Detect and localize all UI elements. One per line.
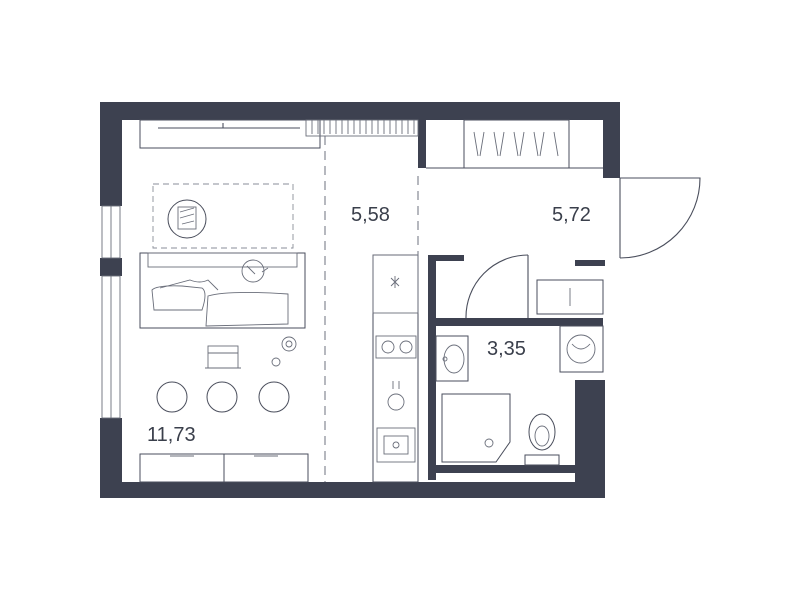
- sofa: [139, 252, 306, 329]
- burner-1-icon: [381, 340, 395, 354]
- fridge: [372, 254, 419, 314]
- blanket: [205, 291, 289, 327]
- drain-icon: [484, 438, 494, 448]
- snowflake-icon: [390, 276, 400, 288]
- washing-machine-drum-icon: [566, 334, 596, 364]
- pillow: [151, 285, 206, 311]
- stool-1: [156, 381, 188, 413]
- cabinet-left: [139, 453, 225, 483]
- left-windows: [101, 205, 121, 419]
- side-table-icon: [167, 199, 207, 239]
- area-label-living: 11,73: [147, 424, 196, 446]
- living-room: 11,73: [139, 119, 326, 483]
- kitchen: 5,58: [305, 119, 419, 483]
- kitchen-counter: [372, 254, 419, 483]
- stool-2: [206, 381, 238, 413]
- oven: [376, 427, 416, 463]
- shower-tray: [441, 393, 511, 463]
- bathroom: 3,35: [435, 325, 604, 466]
- toilet-bowl: [528, 413, 556, 451]
- curtain: [305, 119, 419, 137]
- curtain-pleats: [311, 120, 415, 134]
- entrance-door: [619, 177, 701, 259]
- area-label-hallway: 5,72: [552, 204, 591, 226]
- hob: [375, 335, 417, 359]
- washbasin: [435, 335, 469, 382]
- kitchen-sink-icon: [387, 393, 405, 411]
- area-label-bathroom: 3,35: [487, 338, 526, 360]
- desk-lamp-icon: [281, 336, 297, 352]
- area-label-kitchen: 5,58: [351, 204, 390, 226]
- laptop-icon: [207, 345, 239, 369]
- cup-icon: [271, 357, 281, 367]
- wardrobe: [463, 119, 570, 169]
- bathroom-door: [465, 254, 529, 319]
- toilet-tank: [524, 454, 560, 466]
- walls: [100, 102, 620, 498]
- rug: [152, 183, 294, 249]
- burner-2-icon: [399, 340, 413, 354]
- hallway: 5,72: [417, 119, 701, 319]
- tv-console: [139, 119, 321, 149]
- cabinet-right: [223, 453, 309, 483]
- stool-3: [258, 381, 290, 413]
- wardrobe-hangers: [473, 131, 559, 157]
